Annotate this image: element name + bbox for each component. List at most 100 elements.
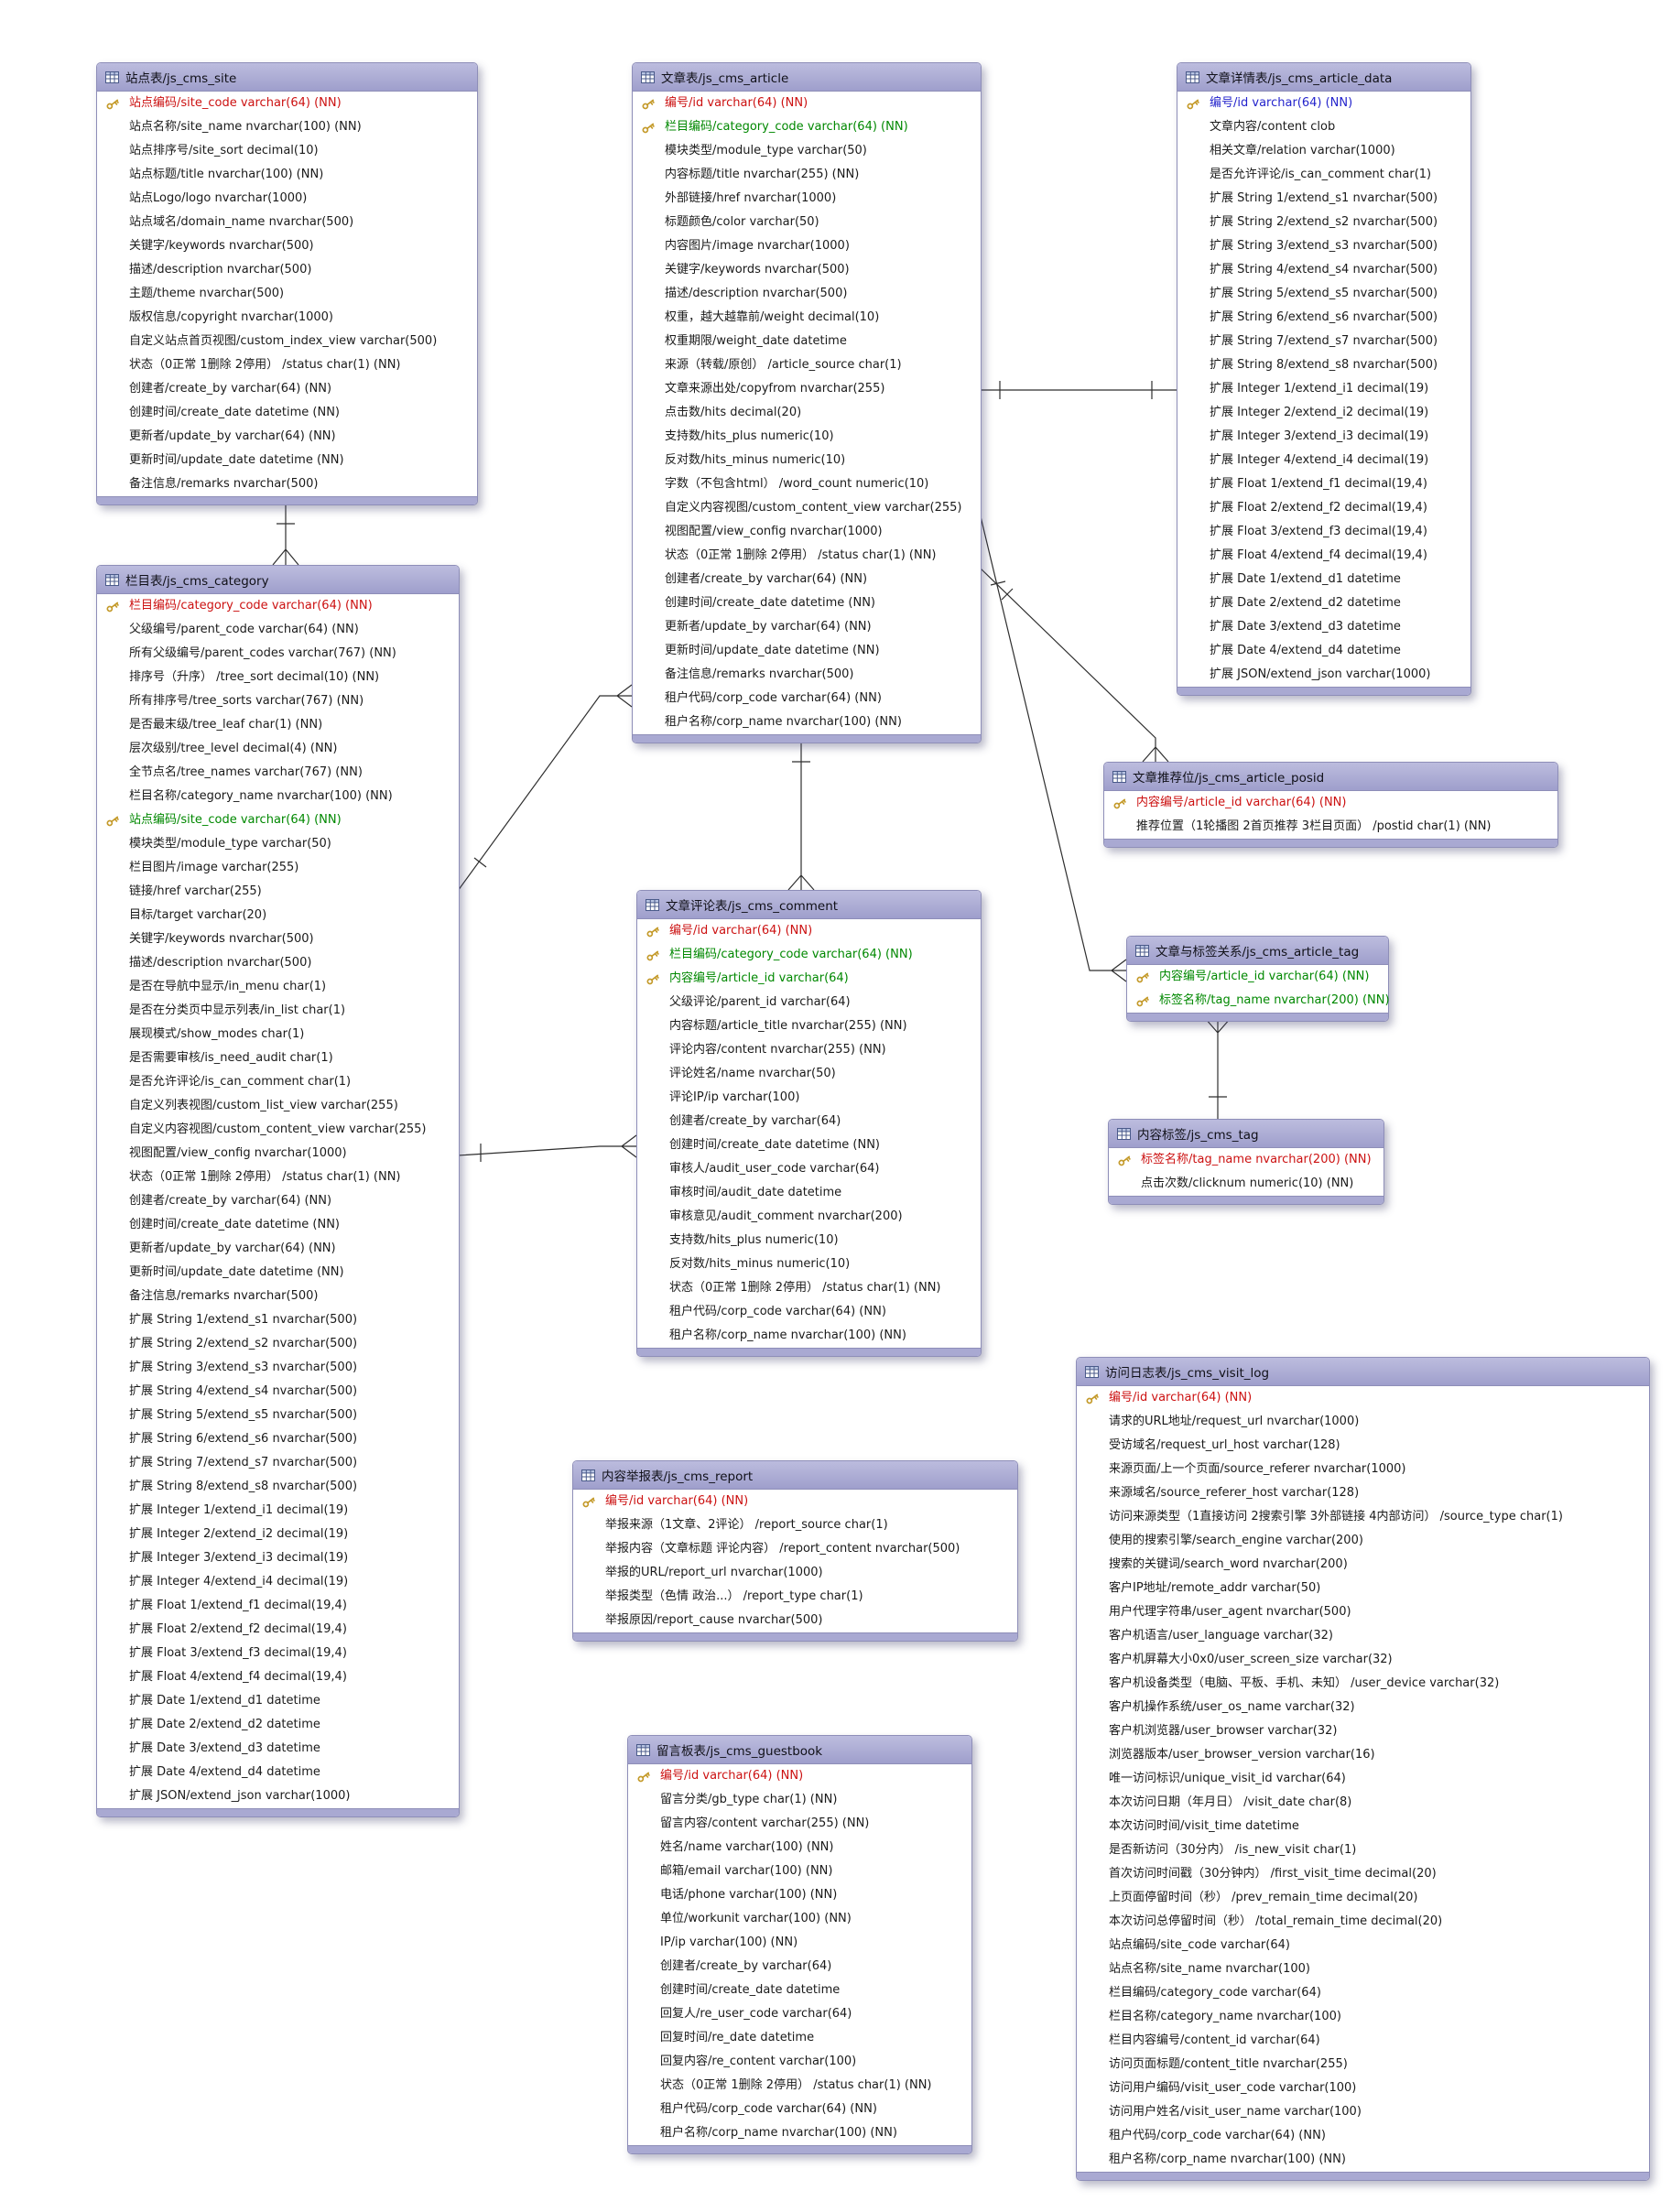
field-row[interactable]: 站点名称/site_name nvarchar(100) [1077, 1957, 1649, 1981]
field-row[interactable]: 创建者/create_by varchar(64) [637, 1110, 981, 1133]
field-row[interactable]: 客户机屏幕大小0x0/user_screen_size varchar(32) [1077, 1648, 1649, 1672]
field-row[interactable]: 推荐位置（1轮播图 2首页推荐 3栏目页面） /postid char(1) (… [1104, 815, 1557, 839]
field-row[interactable]: 更新时间/update_date datetime (NN) [97, 1261, 459, 1285]
field-row[interactable]: 内容编号/article_id varchar(64) [637, 967, 981, 991]
field-row[interactable]: 扩展 Date 1/extend_d1 datetime [97, 1689, 459, 1713]
field-row[interactable]: 站点编码/site_code varchar(64) [1077, 1934, 1649, 1957]
field-row[interactable]: 用户代理字符串/user_agent nvarchar(500) [1077, 1600, 1649, 1624]
field-row[interactable]: 标签名称/tag_name nvarchar(200) (NN) [1127, 989, 1390, 1013]
field-row[interactable]: 本次访问时间/visit_time datetime [1077, 1815, 1649, 1838]
table-header[interactable]: 访问日志表/js_cms_visit_log [1077, 1358, 1649, 1386]
field-row[interactable]: 扩展 Date 3/extend_d3 datetime [97, 1737, 459, 1761]
field-row[interactable]: 目标/target varchar(20) [97, 904, 459, 927]
field-row[interactable]: 所有父级编号/parent_codes varchar(767) (NN) [97, 642, 459, 666]
field-row[interactable]: 层次级别/tree_level decimal(4) (NN) [97, 737, 459, 761]
field-row[interactable]: 客户机设备类型（电脑、平板、手机、未知） /user_device varcha… [1077, 1672, 1649, 1696]
field-row[interactable]: 访问页面标题/content_title nvarchar(255) [1077, 2053, 1649, 2076]
field-row[interactable]: 自定义内容视图/custom_content_view varchar(255) [633, 496, 981, 520]
field-row[interactable]: 栏目名称/category_name nvarchar(100) (NN) [97, 785, 459, 808]
field-row[interactable]: 搜索的关键词/search_word nvarchar(200) [1077, 1553, 1649, 1577]
field-row[interactable]: 站点Logo/logo nvarchar(1000) [97, 187, 477, 211]
field-row[interactable]: 站点名称/site_name nvarchar(100) (NN) [97, 115, 477, 139]
field-row[interactable]: 扩展 String 5/extend_s5 nvarchar(500) [1177, 282, 1470, 306]
field-row[interactable]: 扩展 String 7/extend_s7 nvarchar(500) [97, 1451, 459, 1475]
field-row[interactable]: 使用的搜索引擎/search_engine varchar(200) [1077, 1529, 1649, 1553]
field-row[interactable]: 评论内容/content nvarchar(255) (NN) [637, 1038, 981, 1062]
field-row[interactable]: 来源（转载/原创） /article_source char(1) [633, 353, 981, 377]
field-row[interactable]: 本次访问日期（年月日） /visit_date char(8) [1077, 1791, 1649, 1815]
field-row[interactable]: 姓名/name varchar(100) (NN) [628, 1836, 971, 1860]
field-row[interactable]: 站点编码/site_code varchar(64) (NN) [97, 808, 459, 832]
field-row[interactable]: 是否需要审核/is_need_audit char(1) [97, 1046, 459, 1070]
field-row[interactable]: 编号/id varchar(64) (NN) [1077, 1386, 1649, 1410]
field-row[interactable]: 举报内容（文章标题 评论内容） /report_content nvarchar… [573, 1537, 1017, 1561]
field-row[interactable]: 扩展 Float 4/extend_f4 decimal(19,4) [1177, 544, 1470, 568]
field-row[interactable]: 扩展 Integer 4/extend_i4 decimal(19) [97, 1570, 459, 1594]
field-row[interactable]: 内容编号/article_id varchar(64) (NN) [1104, 791, 1557, 815]
field-row[interactable]: 租户名称/corp_name nvarchar(100) (NN) [1077, 2148, 1649, 2172]
field-row[interactable]: 全节点名/tree_names varchar(767) (NN) [97, 761, 459, 785]
field-row[interactable]: 描述/description nvarchar(500) [97, 258, 477, 282]
field-row[interactable]: 扩展 Float 1/extend_f1 decimal(19,4) [97, 1594, 459, 1618]
field-row[interactable]: 唯一访问标识/unique_visit_id varchar(64) [1077, 1767, 1649, 1791]
field-row[interactable]: 租户名称/corp_name nvarchar(100) (NN) [628, 2121, 971, 2145]
table-header[interactable]: 内容标签/js_cms_tag [1109, 1120, 1383, 1148]
field-row[interactable]: 扩展 Integer 3/extend_i3 decimal(19) [97, 1546, 459, 1570]
field-row[interactable]: 审核时间/audit_date datetime [637, 1181, 981, 1205]
field-row[interactable]: 创建者/create_by varchar(64) (NN) [633, 568, 981, 591]
field-row[interactable]: 内容编号/article_id varchar(64) (NN) [1127, 965, 1388, 989]
field-row[interactable]: 扩展 String 3/extend_s3 nvarchar(500) [1177, 234, 1470, 258]
field-row[interactable]: 描述/description nvarchar(500) [97, 951, 459, 975]
field-row[interactable]: 审核意见/audit_comment nvarchar(200) [637, 1205, 981, 1229]
field-row[interactable]: 扩展 Date 3/extend_d3 datetime [1177, 615, 1470, 639]
field-row[interactable]: 扩展 Float 3/extend_f3 decimal(19,4) [97, 1642, 459, 1665]
field-row[interactable]: 父级编号/parent_code varchar(64) (NN) [97, 618, 459, 642]
field-row[interactable]: 视图配置/view_config nvarchar(1000) [633, 520, 981, 544]
field-row[interactable]: 更新者/update_by varchar(64) (NN) [97, 425, 477, 449]
field-row[interactable]: 主题/theme nvarchar(500) [97, 282, 477, 306]
field-row[interactable]: 编号/id varchar(64) (NN) [628, 1764, 971, 1788]
field-row[interactable]: 租户名称/corp_name nvarchar(100) (NN) [633, 710, 981, 734]
field-row[interactable]: 扩展 Integer 2/extend_i2 decimal(19) [97, 1523, 459, 1546]
field-row[interactable]: 是否新访问（30分内） /is_new_visit char(1) [1077, 1838, 1649, 1862]
field-row[interactable]: 栏目图片/image varchar(255) [97, 856, 459, 880]
field-row[interactable]: 首次访问时间戳（30分钟内） /first_visit_time decimal… [1077, 1862, 1649, 1886]
field-row[interactable]: 扩展 String 5/extend_s5 nvarchar(500) [97, 1404, 459, 1427]
field-row[interactable]: 标签名称/tag_name nvarchar(200) (NN) [1109, 1148, 1383, 1172]
field-row[interactable]: 客户机语言/user_language varchar(32) [1077, 1624, 1649, 1648]
field-row[interactable]: 举报来源（1文章、2评论） /report_source char(1) [573, 1513, 1017, 1537]
field-row[interactable]: 回复内容/re_content varchar(100) [628, 2050, 971, 2074]
field-row[interactable]: 客户机浏览器/user_browser varchar(32) [1077, 1719, 1649, 1743]
field-row[interactable]: 创建时间/create_date datetime [628, 1979, 971, 2002]
field-row[interactable]: IP/ip varchar(100) (NN) [628, 1931, 971, 1955]
field-row[interactable]: 创建者/create_by varchar(64) [628, 1955, 971, 1979]
field-row[interactable]: 举报原因/report_cause nvarchar(500) [573, 1609, 1017, 1632]
field-row[interactable]: 创建者/create_by varchar(64) (NN) [97, 377, 477, 401]
field-row[interactable]: 扩展 Date 4/extend_d4 datetime [1177, 639, 1470, 663]
field-row[interactable]: 留言分类/gb_type char(1) (NN) [628, 1788, 971, 1812]
field-row[interactable]: 扩展 JSON/extend_json varchar(1000) [97, 1784, 459, 1808]
table-header[interactable]: 站点表/js_cms_site [97, 63, 477, 92]
field-row[interactable]: 状态（0正常 1删除 2停用） /status char(1) (NN) [633, 544, 981, 568]
field-row[interactable]: 扩展 Integer 4/extend_i4 decimal(19) [1177, 449, 1470, 472]
field-row[interactable]: 描述/description nvarchar(500) [633, 282, 981, 306]
field-row[interactable]: 内容标题/article_title nvarchar(255) (NN) [637, 1014, 981, 1038]
field-row[interactable]: 创建时间/create_date datetime (NN) [637, 1133, 981, 1157]
field-row[interactable]: 来源域名/source_referer_host varchar(128) [1077, 1481, 1649, 1505]
field-row[interactable]: 邮箱/email varchar(100) (NN) [628, 1860, 971, 1883]
field-row[interactable]: 栏目名称/category_name nvarchar(100) [1077, 2005, 1649, 2029]
field-row[interactable]: 更新者/update_by varchar(64) (NN) [633, 615, 981, 639]
field-row[interactable]: 字数（不包含html） /word_count numeric(10) [633, 472, 981, 496]
field-row[interactable]: 相关文章/relation varchar(1000) [1177, 139, 1470, 163]
field-row[interactable]: 创建时间/create_date datetime (NN) [633, 591, 981, 615]
field-row[interactable]: 站点域名/domain_name nvarchar(500) [97, 211, 477, 234]
field-row[interactable]: 自定义内容视图/custom_content_view varchar(255) [97, 1118, 459, 1142]
field-row[interactable]: 状态（0正常 1删除 2停用） /status char(1) (NN) [97, 353, 477, 377]
field-row[interactable]: 客户IP地址/remote_addr varchar(50) [1077, 1577, 1649, 1600]
field-row[interactable]: 扩展 Float 4/extend_f4 decimal(19,4) [97, 1665, 459, 1689]
